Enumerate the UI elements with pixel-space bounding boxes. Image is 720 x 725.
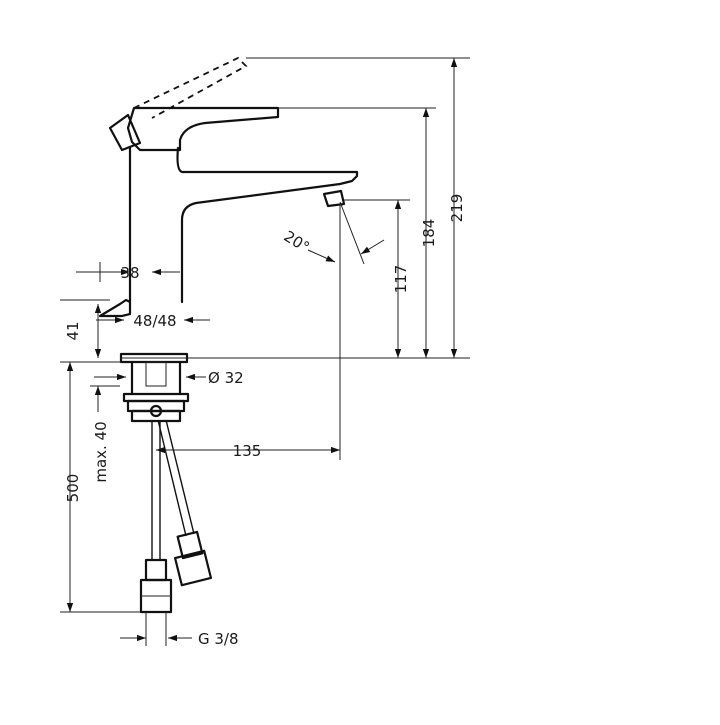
hose-left: [151, 421, 161, 560]
mounting-shank: [130, 360, 182, 396]
hex-nut-right: [173, 549, 213, 587]
dimension-lines: [60, 57, 470, 646]
lever-open-position: [133, 56, 248, 119]
lever-knob: [108, 113, 142, 152]
label-spout-height: 117: [392, 265, 410, 294]
hose-ferrule-left: [144, 558, 168, 582]
label-hole-diameter: Ø 32: [208, 369, 244, 387]
label-deck-offset: 41: [64, 321, 82, 340]
label-pair-width: 48/48: [133, 312, 176, 330]
hose-ferrule-right: [176, 530, 204, 560]
label-spout-angle: 20°: [281, 227, 313, 256]
mounting-assembly: [119, 352, 213, 614]
dimension-labels: 219 184 117 20° 38 48/48 41 Ø 32 max. 40…: [64, 194, 466, 648]
hose-right: [157, 419, 195, 537]
label-thread: G 3/8: [198, 630, 239, 648]
label-total-height: 219: [448, 194, 466, 223]
label-lever-height: 184: [420, 219, 438, 248]
label-max-deck: max. 40: [92, 421, 110, 482]
aerator-outlet: [322, 189, 346, 208]
label-projection: 135: [233, 442, 262, 460]
lever-handle: [126, 106, 280, 152]
faucet-body: [98, 56, 359, 318]
drain-pull-rod: [98, 298, 132, 318]
label-hose-length: 500: [64, 474, 82, 503]
inner-shank: [145, 361, 167, 387]
washer: [130, 409, 182, 423]
faucet-outline: [128, 146, 359, 304]
fixing-screw: [149, 404, 163, 418]
label-body-width: 38: [120, 264, 139, 282]
